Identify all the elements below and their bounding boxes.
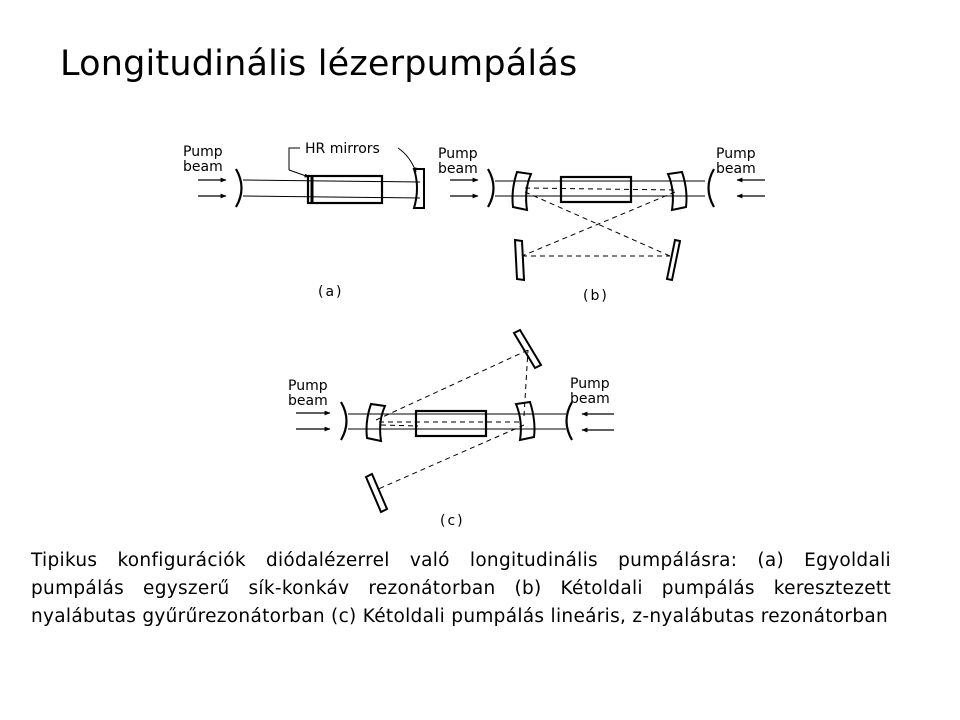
panel-c-label: (c) — [440, 513, 465, 529]
z-fold-c-upper — [375, 349, 529, 421]
laser-pumping-diagram: Pump beam HR mirrors (a) Pump beam Pump … — [183, 141, 765, 529]
flat-mirror-b-right — [665, 238, 682, 282]
pump-beam-label-b-left-line2: beam — [438, 161, 478, 177]
panel-a-label: (a) — [318, 284, 344, 300]
pump-beam-label-b-right-line2: beam — [716, 161, 756, 177]
flat-mirror-c-bottom — [364, 472, 389, 514]
curved-mirror-c-right — [514, 400, 536, 442]
curved-mirror-b-left — [511, 170, 533, 212]
z-fold-c-upper-vertical — [523, 349, 529, 417]
pump-lens-a — [235, 168, 243, 208]
pump-lens-b-left — [487, 168, 495, 208]
panel-a: Pump beam HR mirrors (a) — [183, 141, 425, 300]
panel-c: Pump beam Pump beam (c) — [288, 328, 614, 529]
hr-pointer-mirror — [397, 147, 417, 173]
panel-b-label: (b) — [583, 288, 609, 304]
pump-beam-label-b-left-line1: Pump — [438, 146, 478, 162]
pump-lens-c-right — [565, 401, 573, 441]
z-fold-c-lower — [375, 424, 525, 491]
output-mirror-a — [412, 168, 425, 209]
hr-pointer-crystal — [288, 169, 310, 178]
pump-beam-label-a-line1: Pump — [183, 144, 223, 160]
flat-mirror-c-top — [512, 328, 543, 370]
pump-beam-label-c-left-line2: beam — [288, 393, 328, 409]
flat-mirror-b-left — [513, 238, 526, 282]
figure-caption: Tipikus konfigurációk diódalézerrel való… — [31, 550, 891, 627]
pump-beam-label-c-right-line1: Pump — [570, 376, 610, 392]
beam-a-bottom — [242, 195, 421, 199]
pump-lens-b-right — [707, 168, 715, 208]
slide-title: Longitudinális lézerpumpálás — [60, 44, 578, 84]
pump-beam-label-c-left-line1: Pump — [288, 378, 328, 394]
gain-crystal-a — [306, 174, 384, 205]
gain-crystal-c — [414, 409, 488, 438]
hr-bracket-left — [288, 147, 300, 170]
laser-mode-b — [524, 187, 676, 191]
pump-lens-c-left — [340, 401, 348, 441]
laser-mode-c-inner — [380, 424, 419, 427]
hr-mirrors-label: HR mirrors — [305, 141, 380, 157]
curved-mirror-c-left — [365, 402, 387, 443]
panel-b: Pump beam Pump beam (b) — [438, 146, 765, 304]
beam-a-top — [242, 179, 421, 183]
pump-beam-label-c-right-line2: beam — [570, 391, 610, 407]
gain-crystal-b — [559, 175, 633, 204]
pump-beam-label-a-line2: beam — [183, 159, 223, 175]
curved-mirror-b-right — [666, 170, 688, 212]
pump-beam-label-b-right-line1: Pump — [716, 146, 756, 162]
cross-path-b-2 — [521, 191, 676, 257]
